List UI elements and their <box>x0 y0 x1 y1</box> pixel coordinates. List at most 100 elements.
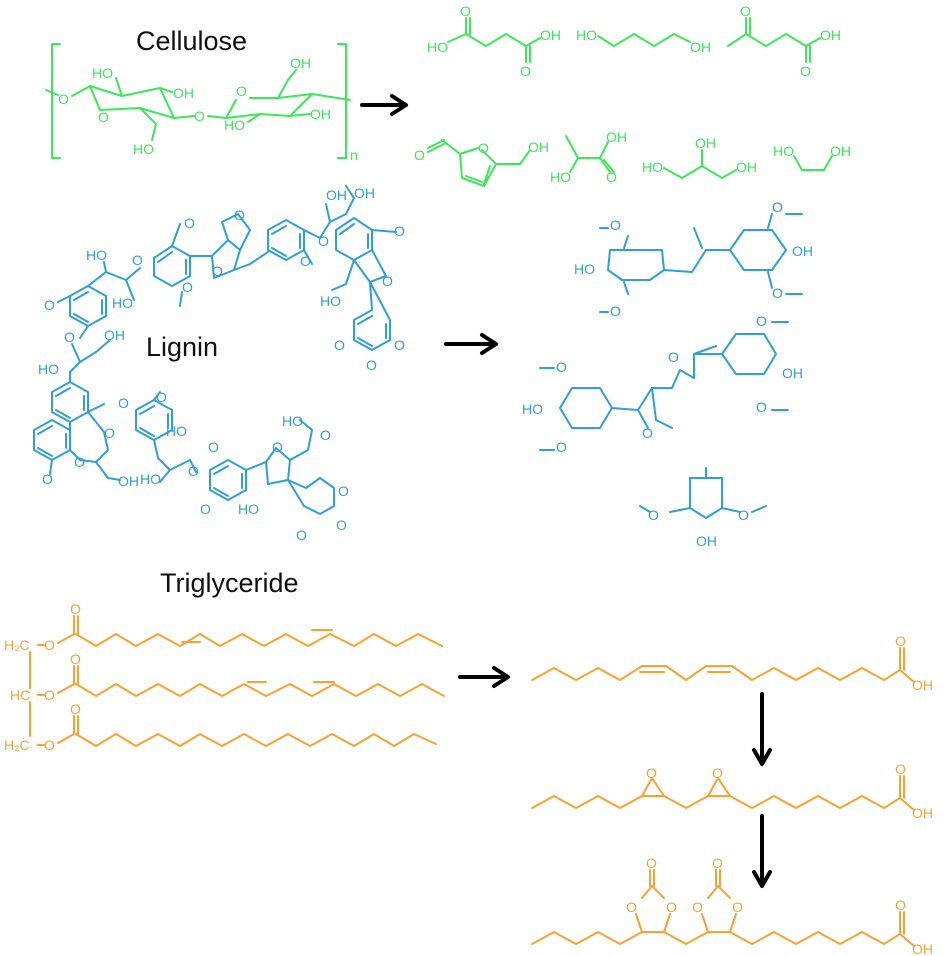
atom-label: O <box>606 169 617 185</box>
atom-label: HO <box>574 261 595 277</box>
bond <box>245 419 335 515</box>
atom-label: HO <box>133 141 154 157</box>
cellulose-title: Cellulose <box>136 26 247 56</box>
bond <box>95 461 121 481</box>
bond <box>531 775 915 811</box>
atom-label: O <box>642 425 653 441</box>
chain-2 <box>75 681 445 697</box>
atom-label: HO <box>550 169 571 185</box>
cellulose-arrow <box>360 94 408 116</box>
bond <box>57 295 71 303</box>
atom-label: O <box>478 140 489 156</box>
atom-label: HO <box>38 361 59 377</box>
atom-label: O <box>895 761 906 777</box>
atom-label: O <box>156 389 167 405</box>
atom-label: OH <box>736 159 757 175</box>
atom-label: O <box>740 3 751 19</box>
cellulose-products: HO O O OH HO OH O O OH O <box>414 3 851 187</box>
atom-label: OH <box>830 143 851 159</box>
atom-label: O <box>208 439 219 455</box>
bond <box>69 285 107 327</box>
atom-label: O <box>70 701 81 717</box>
bond <box>49 459 53 475</box>
left-bracket <box>51 43 61 159</box>
bond <box>611 345 717 411</box>
ethylene-glycol: HO OH <box>773 143 851 171</box>
bond <box>87 403 105 413</box>
atom-label: O <box>70 601 81 617</box>
atom-label: O <box>300 253 311 269</box>
atom-label: O <box>200 501 211 517</box>
atom-label: O <box>194 108 205 124</box>
atom-label: O <box>520 63 531 79</box>
bond <box>69 339 111 373</box>
succinic-acid: HO O O OH <box>427 3 561 79</box>
bond <box>559 387 613 429</box>
atom-label: HC <box>10 687 30 703</box>
atom-label: O <box>692 899 703 915</box>
atom-label: O <box>132 252 143 268</box>
bond <box>79 325 89 339</box>
bond <box>125 279 135 301</box>
atom-label: HO <box>282 413 303 429</box>
bond <box>277 69 297 99</box>
atom-label: OH <box>792 243 813 259</box>
atom-label: O <box>668 349 679 365</box>
atom-label: O <box>648 507 659 523</box>
atom-label: O <box>44 687 55 703</box>
atom-label: HO <box>140 471 161 487</box>
bond <box>447 17 541 63</box>
chain-1 <box>75 629 443 647</box>
bond <box>171 223 183 307</box>
atom-label: HO <box>224 117 245 133</box>
atom-label: HO <box>238 501 259 517</box>
atom-label: O <box>610 217 621 233</box>
bond <box>51 381 89 423</box>
atom-label: O <box>44 637 55 653</box>
bond <box>29 644 45 746</box>
bond <box>289 113 311 117</box>
bond <box>693 333 777 375</box>
atom-label: O <box>895 897 906 913</box>
bond <box>267 219 305 261</box>
atom-label: O <box>98 109 109 125</box>
atom-label: OH <box>695 135 716 151</box>
atom-label: H₂C <box>4 637 30 653</box>
atom-label: O <box>44 737 55 753</box>
atom-label: O <box>184 215 195 231</box>
atom-label: O <box>756 399 767 415</box>
right-bracket <box>337 43 347 159</box>
linoleic-acid: O OH <box>531 633 933 693</box>
atom-label: O <box>394 337 405 353</box>
lactic-acid: OH HO O <box>550 129 627 185</box>
atom-label: O <box>64 329 75 345</box>
atom-label: O <box>732 899 743 915</box>
lignin-title: Lignin <box>146 332 218 362</box>
epoxidized-acid: O O O OH <box>531 761 933 821</box>
atom-label: H₂C <box>4 737 30 753</box>
atom-label: O <box>334 337 345 353</box>
atom-label: HO <box>773 143 794 159</box>
cyclic-carbonate-acid: O O O O O O O OH <box>531 855 933 956</box>
bond <box>135 399 173 441</box>
atom-label: HO <box>112 295 133 311</box>
atom-label: OH <box>290 55 311 71</box>
bond <box>153 391 161 401</box>
atom-label: O <box>234 207 245 223</box>
atom-label: O <box>236 83 247 99</box>
bond <box>45 89 59 96</box>
atom-label: OH <box>528 139 549 155</box>
chain-3 <box>75 733 437 747</box>
lignin-structure: O HO HO O O O O O O O OH OH O O HO <box>33 185 405 543</box>
butanediol: HO OH <box>576 27 711 55</box>
lignin-arrow <box>444 333 498 355</box>
atom-label: HO <box>320 293 341 309</box>
hmf: O O OH <box>414 139 549 187</box>
atom-label: OH <box>606 129 627 145</box>
atom-label: OH <box>696 533 717 549</box>
atom-label: OH <box>690 39 711 55</box>
atom-label: HO <box>642 159 663 175</box>
atom-label: OH <box>912 941 933 956</box>
atom-label: O <box>895 633 906 649</box>
